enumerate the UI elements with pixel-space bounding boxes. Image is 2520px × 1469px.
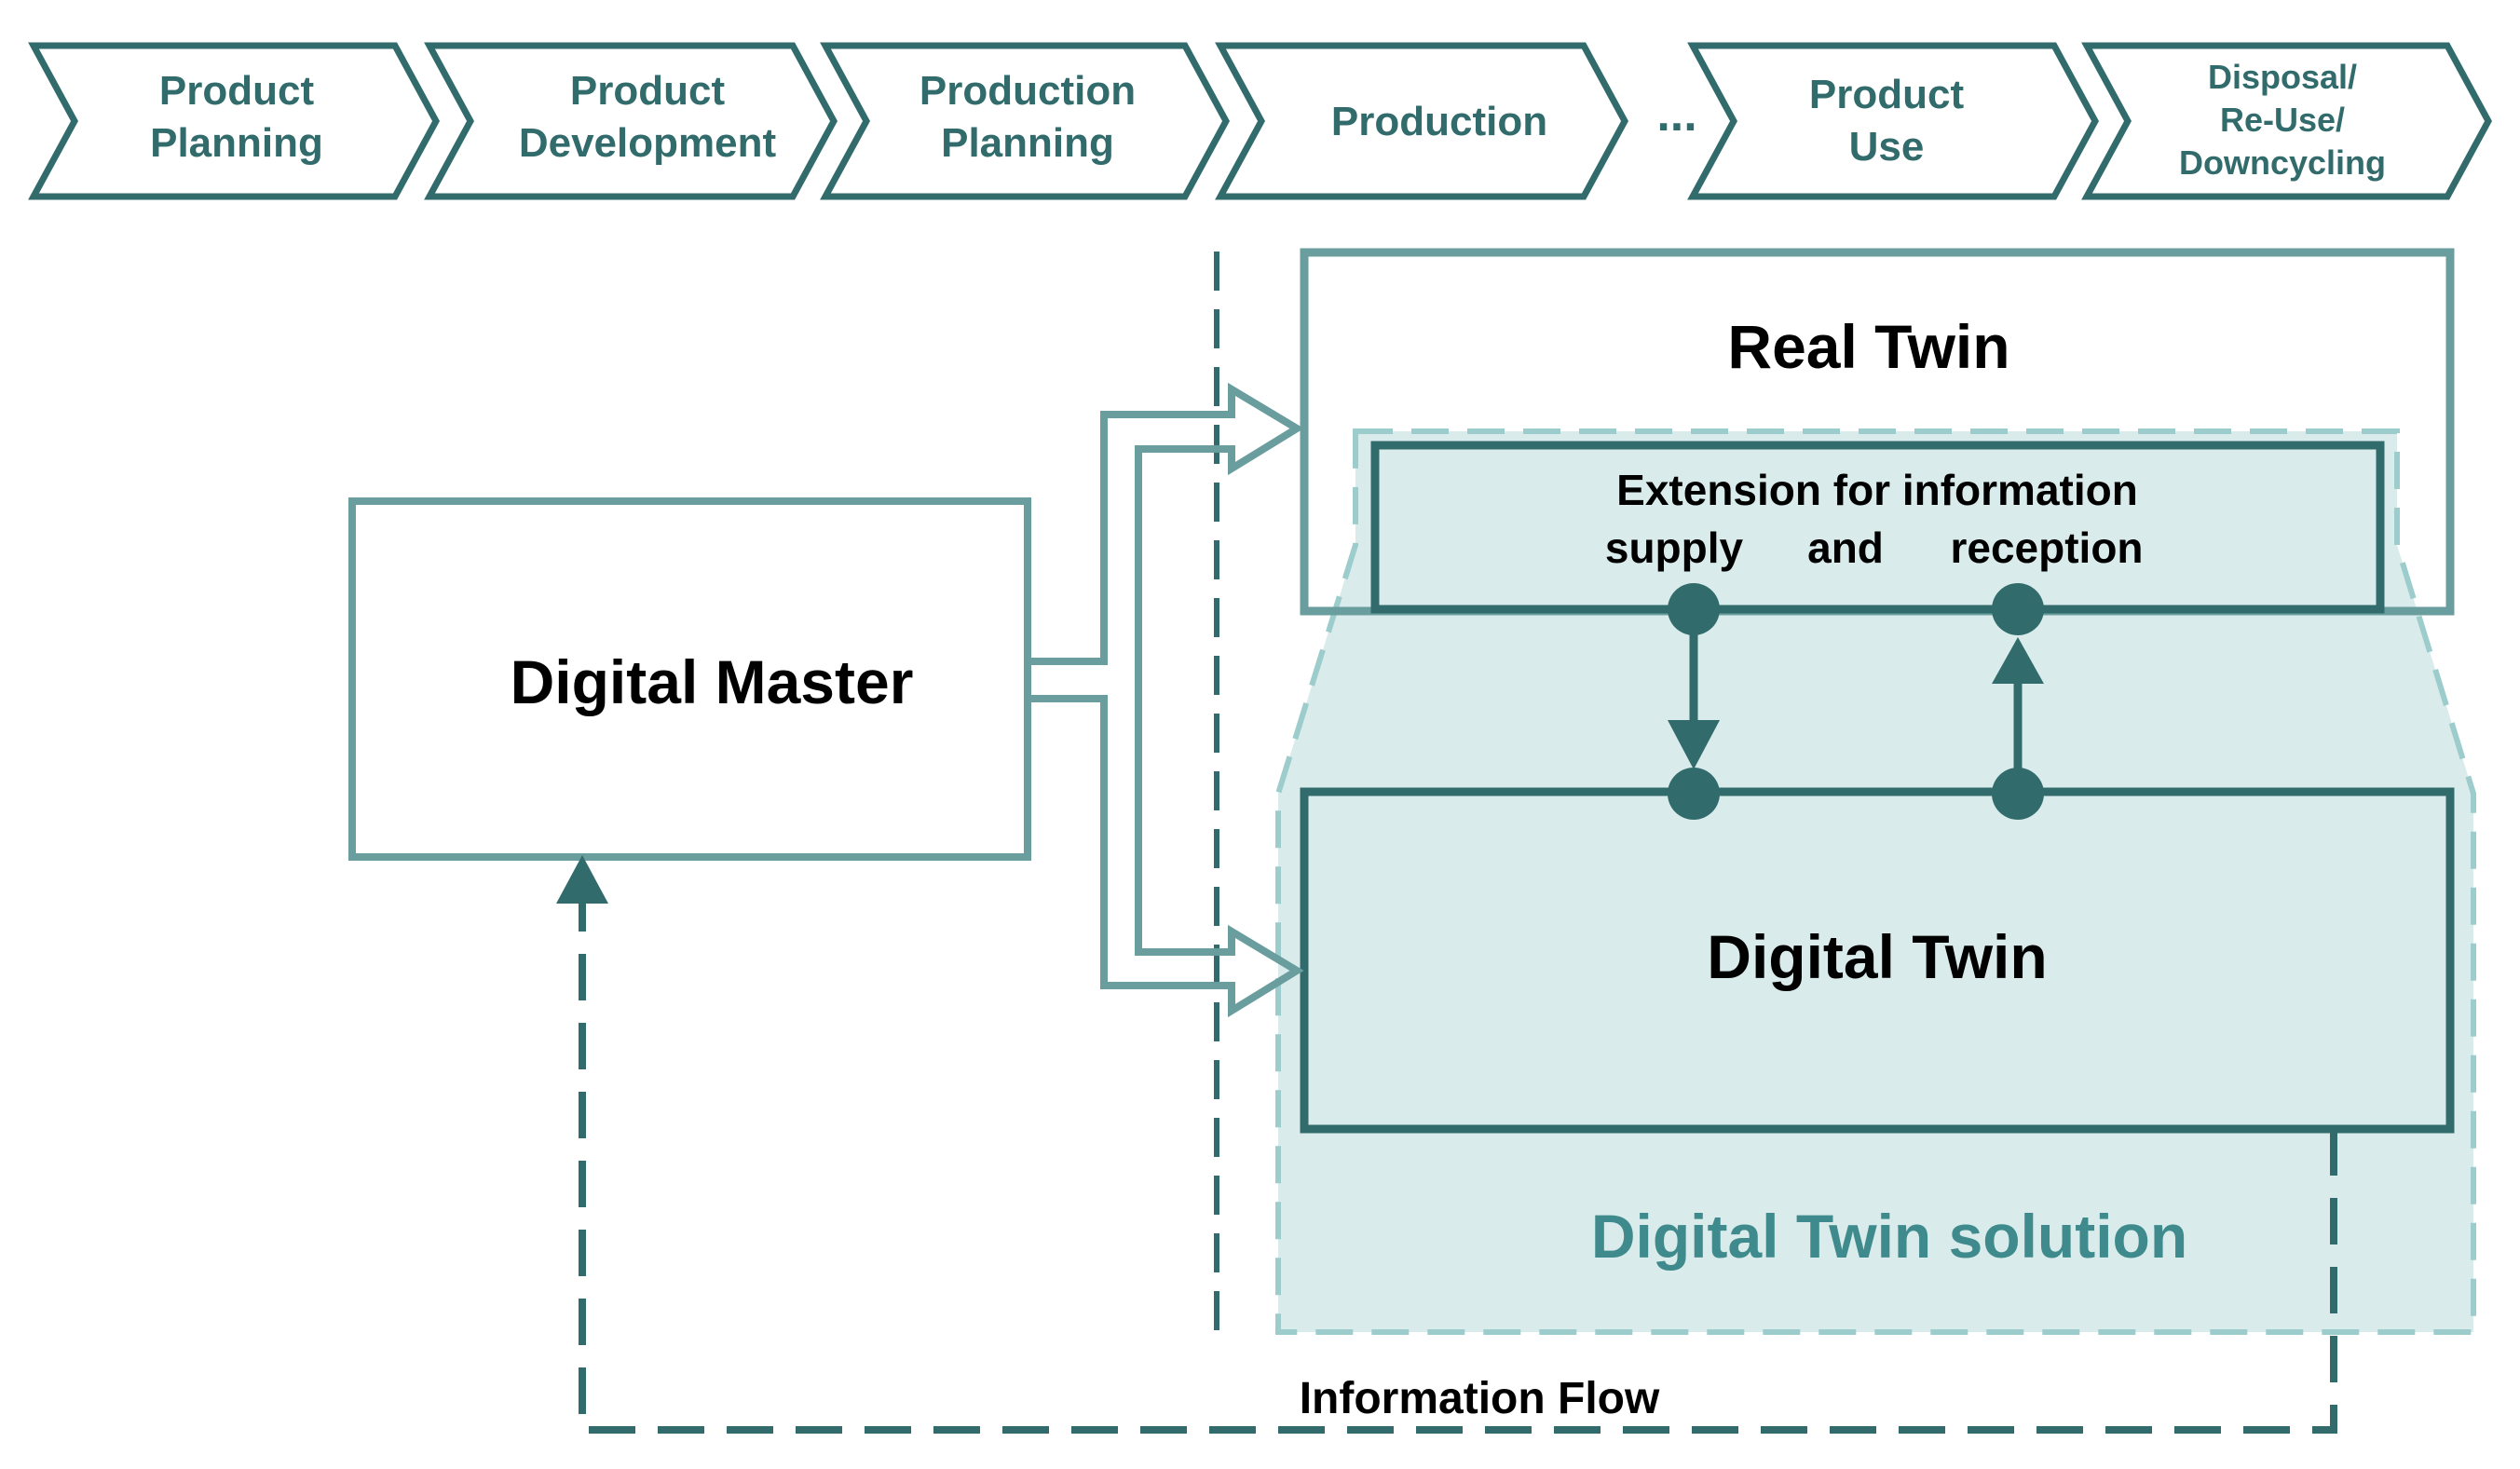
supply-top-dot [1668,583,1720,635]
stage-label-disposal: Re-Use/ [2220,101,2345,139]
digital-master-label: Digital Master [511,647,914,716]
digital-twin-label: Digital Twin [1707,922,2047,991]
digital-master-box [348,497,1031,861]
stage-label-disposal: Disposal/ [2208,58,2357,96]
stage-chevron-product-development [424,42,838,200]
stage-label-production-planning: Production [919,68,1136,114]
extension-label-line1: Extension for information [1616,466,2138,514]
stage-labels: Product Planning Product Development Pro… [150,68,1964,170]
stage-label-product-development: Product [570,68,726,114]
supply-arrowhead-icon [1668,720,1720,769]
stage-chevron-product-use [1687,42,2099,200]
stage-label-disposal: Downcycling [2179,143,2386,182]
reception-top-dot [1992,583,2044,635]
stage-label-product-use: Use [1849,124,1925,170]
reception-bottom-dot [1992,768,2044,820]
master-to-twins-arrows [1024,382,1304,1018]
stage-label-product-planning: Product [159,68,315,114]
information-flow-arrowhead-icon [556,855,608,904]
stage-label-product-use: Product [1809,72,1965,117]
stage-ellipsis: ... [1656,88,1696,142]
stage-label-product-planning: Planning [150,120,323,166]
digital-twin-box [1300,787,2455,1134]
stage-chevron-disposal [2081,42,2492,200]
stage-label-product-development: Development [519,120,777,166]
information-flow-label: Information Flow [1300,1374,1660,1423]
information-flow-line [579,902,2337,1434]
stage-label-production: Production [1331,99,1547,144]
extension-label-and: and [1807,524,1884,572]
arrow-to-real-twin [1024,382,1304,1018]
digital-twin-solution-label: Digital Twin solution [1591,1202,2187,1271]
supply-bottom-dot [1668,768,1720,820]
extension-label-supply: supply [1605,524,1744,572]
extension-label-reception: reception [1950,524,2143,572]
stage-chevron-production-planning [820,42,1230,200]
stage-label-production-planning: Planning [941,120,1114,166]
process-chevron-bar [28,42,2492,200]
exchange-connectors [1668,583,2044,820]
stage-chevron-product-planning [28,42,440,200]
real-twin-label: Real Twin [1727,312,2009,381]
reception-arrowhead-icon [1992,637,2044,684]
extension-box [1370,441,2385,614]
stage-labels-disposal: Disposal/ Re-Use/ Downcycling [2179,58,2386,182]
stage-chevron-production [1215,42,1628,200]
